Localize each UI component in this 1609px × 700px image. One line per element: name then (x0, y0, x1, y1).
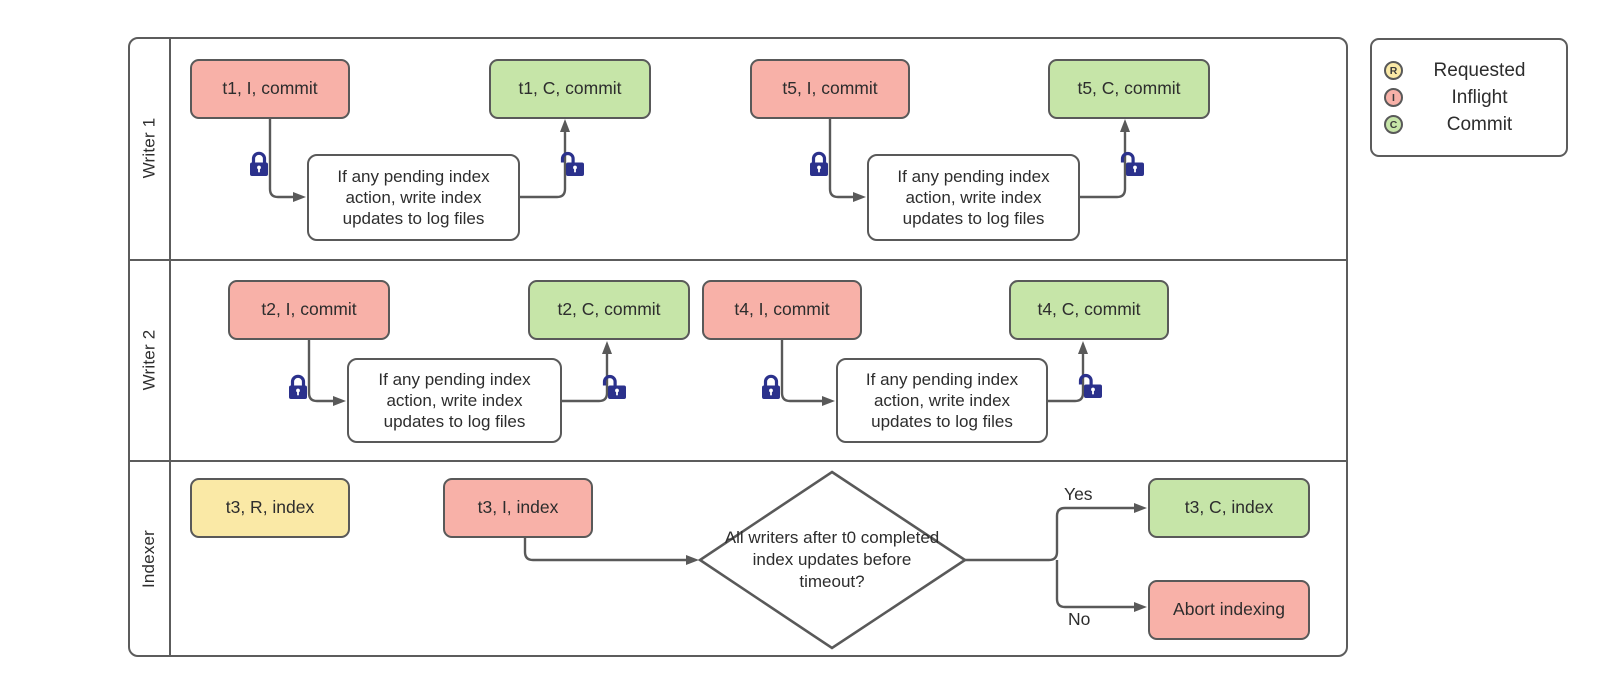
process-box-writer2-t2: If any pending index action, write index… (347, 358, 562, 443)
process-box-writer1-t5: If any pending index action, write index… (867, 154, 1080, 241)
legend: R Requested I Inflight C Commit (1370, 38, 1568, 157)
legend-label-inflight: Inflight (1451, 86, 1508, 108)
state-box-t5-inflight: t5, I, commit (750, 59, 910, 119)
legend-label-requested: Requested (1433, 59, 1526, 81)
state-box-t4-inflight: t4, I, commit (702, 280, 862, 340)
process-box-writer1-t1: If any pending index action, write index… (307, 154, 520, 241)
state-box-t5-commit: t5, C, commit (1048, 59, 1210, 119)
state-box-t2-inflight: t2, I, commit (228, 280, 390, 340)
state-box-t3-inflight: t3, I, index (443, 478, 593, 538)
legend-item-inflight: I Inflight (1384, 87, 1556, 109)
state-box-t4-commit: t4, C, commit (1009, 280, 1169, 340)
requested-badge-icon: R (1384, 61, 1403, 80)
legend-item-commit: C Commit (1384, 114, 1556, 136)
lane-label-writer2-text: Writer 2 (139, 329, 159, 390)
lane-divider-1 (130, 258, 1346, 261)
lane-label-writer1: Writer 1 (130, 37, 168, 259)
abort-indexing-box: Abort indexing (1148, 580, 1310, 640)
no-label: No (1068, 609, 1091, 629)
state-box-t1-commit: t1, C, commit (489, 59, 651, 119)
decision-text: All writers after t0 completed index upd… (724, 527, 940, 592)
state-box-t2-commit: t2, C, commit (528, 280, 690, 340)
state-box-t3-commit: t3, C, index (1148, 478, 1310, 538)
lane-label-indexer-text: Indexer (139, 529, 159, 588)
lane-label-writer2: Writer 2 (130, 259, 168, 460)
yes-label: Yes (1064, 484, 1093, 504)
lane-label-indexer: Indexer (130, 460, 168, 657)
inflight-badge-icon: I (1384, 88, 1403, 107)
lane-label-divider (169, 39, 171, 655)
lane-label-writer1-text: Writer 1 (139, 117, 159, 179)
commit-badge-icon: C (1384, 115, 1403, 134)
lane-divider-2 (130, 459, 1346, 462)
process-box-writer2-t4: If any pending index action, write index… (836, 358, 1048, 443)
state-box-t1-inflight: t1, I, commit (190, 59, 350, 119)
state-box-t3-requested: t3, R, index (190, 478, 350, 538)
legend-item-requested: R Requested (1384, 60, 1556, 82)
legend-label-commit: Commit (1446, 113, 1513, 135)
